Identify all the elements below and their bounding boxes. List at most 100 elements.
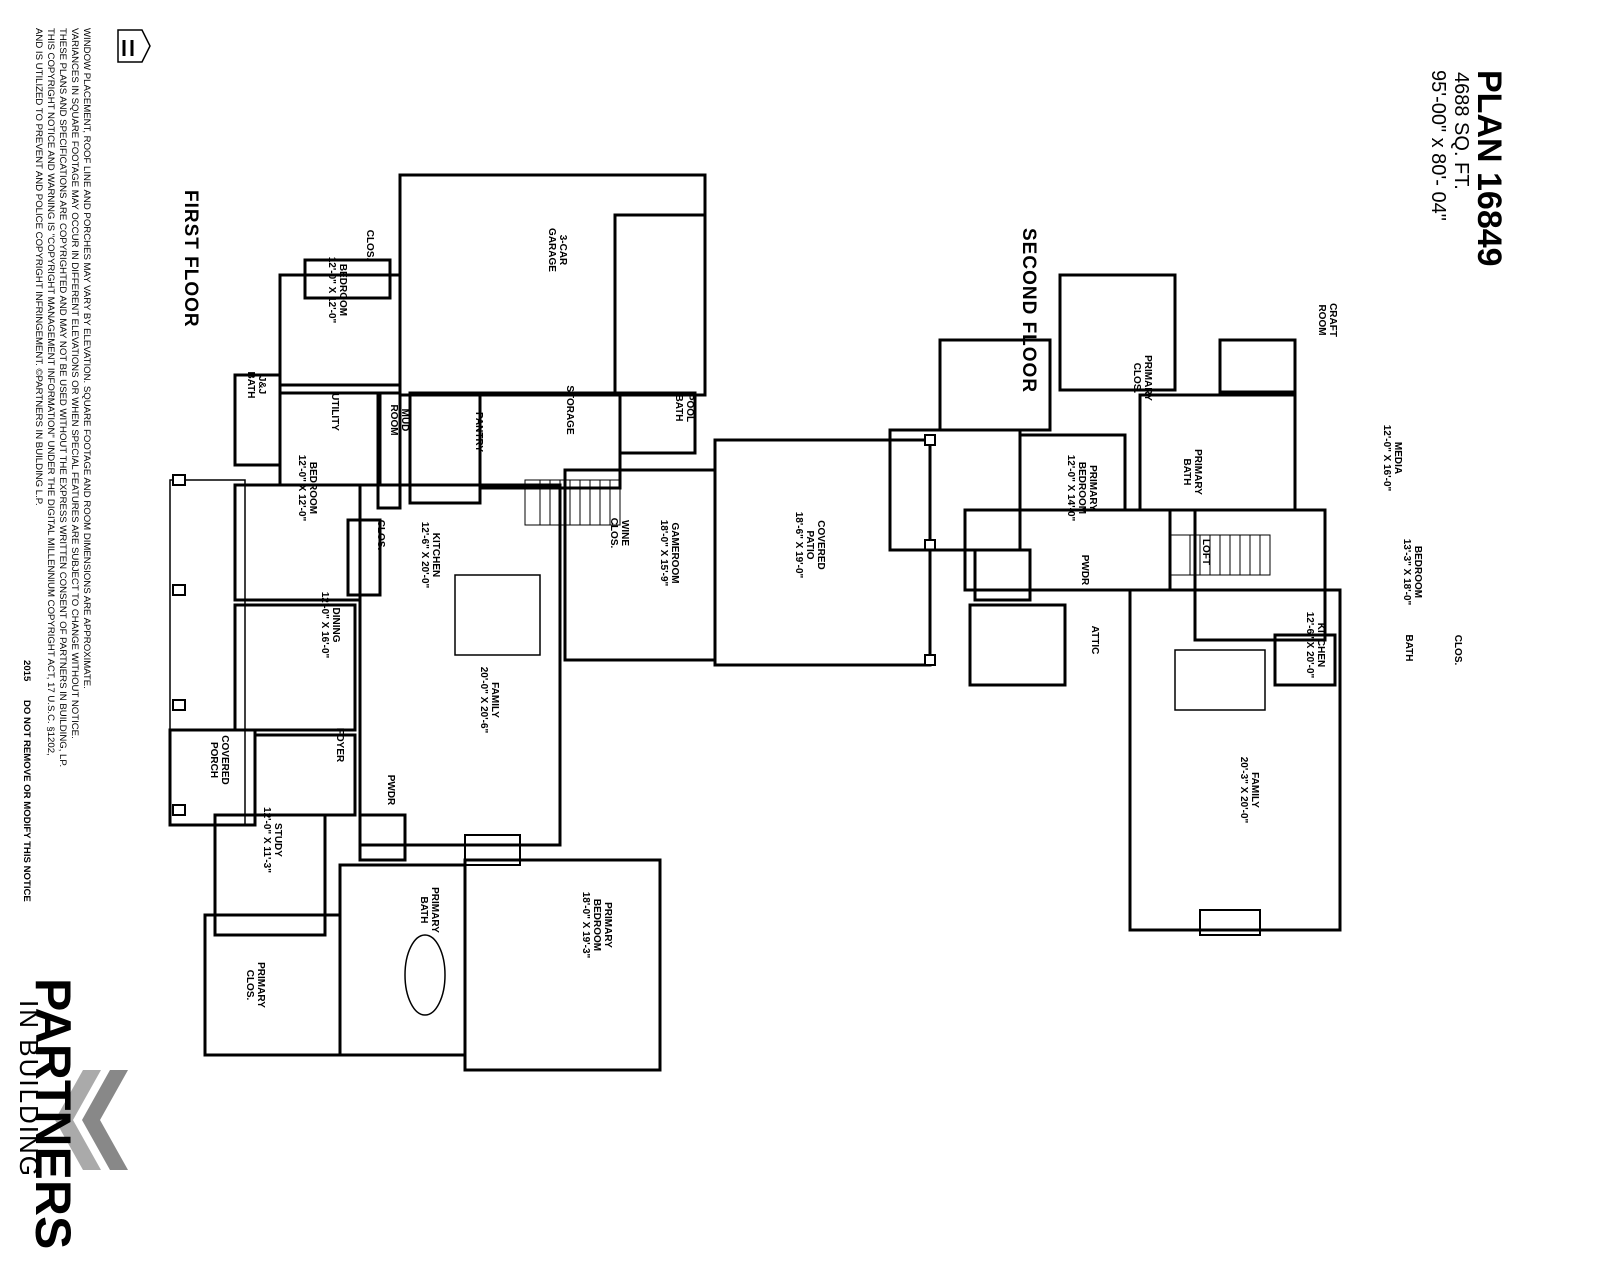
first-floor-room-label-line: PRIMARY xyxy=(602,902,613,948)
first-floor-room-label-line: MUD xyxy=(399,409,410,432)
first-floor-room-label-line: CLOS. xyxy=(364,230,375,261)
second-floor-room-label: FAMILY20'-3" X 20'-0" xyxy=(1238,757,1260,824)
first-floor-room-label: FOYER xyxy=(334,728,345,763)
second-floor-room-label-line: 20'-3" X 20'-0" xyxy=(1238,757,1249,824)
patio-posts xyxy=(924,434,936,666)
second-floor-room-label: MEDIA12'-0" X 16'-0" xyxy=(1381,425,1403,492)
second-floor-room-label: PRIMARYBATH xyxy=(1181,449,1203,495)
notice-line-5: AND IS UTILIZED TO PREVENT AND POLICE CO… xyxy=(33,28,44,506)
second-floor-room-label: ATTIC xyxy=(1089,626,1100,655)
second-floor-room-label-line: 12'-0" X 14'-0" xyxy=(1065,455,1076,522)
brand-sub: IN BUILDING xyxy=(14,1000,44,1178)
second-floor-room-label: LOFT xyxy=(1200,539,1211,565)
first-floor-room-label-line: BEDROOM xyxy=(307,462,318,514)
porch-posts xyxy=(172,474,186,816)
second-floor-room-label-line: ATTIC xyxy=(1089,626,1100,655)
second-floor-room-label-line: CRAFT xyxy=(1327,303,1338,337)
second-floor-room-label-line: PWDR xyxy=(1079,555,1090,586)
second-floor-room-label: BEDROOM13'-3" X 18'-0" xyxy=(1401,539,1423,606)
first-floor-room-label-line: BEDROOM xyxy=(591,899,602,951)
second-floor-room-label-line: PRIMARY xyxy=(1087,465,1098,511)
first-floor-room-label-line: GAMEROOM xyxy=(669,522,680,583)
pwdr-2 xyxy=(973,548,1032,602)
first-floor-room-label-line: 18'-6" X 19'-0" xyxy=(793,512,804,579)
second-floor-room-label-line: 12'-0" X 16'-0" xyxy=(1381,425,1392,492)
second-floor-room-label-line: ROOM xyxy=(1316,304,1327,335)
second-floor-room-label-line: BATH xyxy=(1403,634,1414,661)
second-floor-room-label: CRAFTROOM xyxy=(1316,303,1338,337)
first-floor-room-label-line: PATIO xyxy=(804,530,815,559)
second-floor-room-label: PRIMARYBEDROOM12'-0" X 14'-0" xyxy=(1065,455,1098,522)
first-floor-room-label-line: CLOS. xyxy=(244,970,255,1001)
first-floor-room-label-line: POOL xyxy=(684,394,695,422)
primary-tub xyxy=(404,934,446,1016)
first-floor-room-label: MUDROOM xyxy=(388,404,410,435)
second-floor-room-label-line: 13'-3" X 18'-0" xyxy=(1401,539,1412,606)
notice-year: 2015 xyxy=(21,660,32,682)
first-floor-room-label-line: WINE xyxy=(619,520,630,546)
first-floor-room-label-line: DINING xyxy=(330,608,341,643)
front-porch xyxy=(169,479,246,826)
first-floor-room-label: PRIMARYBEDROOM18'-0" X 19'-3" xyxy=(580,892,613,959)
family-kitchen-2 xyxy=(1128,588,1342,932)
first-floor-room-label-line: PRIMARY xyxy=(429,887,440,933)
notice-warning: DO NOT REMOVE OR MODIFY THIS NOTICE xyxy=(21,700,32,902)
first-floor-room-label-line: 12'-0" X 12'-0" xyxy=(326,257,337,324)
first-floor-room-label: BEDROOM12'-0" X 12'-0" xyxy=(326,257,348,324)
second-floor-room-label-line: BEDROOM xyxy=(1076,462,1087,514)
first-floor-room-label-line: COVERED xyxy=(815,520,826,569)
notice-line-4: THIS COPYRIGHT NOTICE AND WARNING IS "CO… xyxy=(45,28,56,756)
first-floor-room-label-line: KITCHEN xyxy=(430,533,441,577)
upper-island xyxy=(1174,649,1266,711)
study xyxy=(213,813,327,937)
second-floor-title: SECOND FLOOR xyxy=(1018,228,1039,393)
first-floor-room-label: STORAGE xyxy=(564,385,575,435)
craft-side xyxy=(1218,338,1297,394)
first-floor-room-label-line: PANTRY xyxy=(473,412,484,452)
mud-room xyxy=(376,391,402,510)
media xyxy=(1138,393,1297,512)
first-floor-room-label: COVEREDPATIO18'-6" X 19'-0" xyxy=(793,512,826,579)
dining xyxy=(233,603,357,732)
first-floor-room-label: WINECLOS. xyxy=(608,518,630,549)
second-floor-room-label-line: CLOS. xyxy=(1131,363,1142,394)
first-floor-room-label-line: J&J xyxy=(256,376,267,394)
second-floor-room-label-line: 12'-6" X 20'-0" xyxy=(1304,612,1315,679)
equal-housing-icon xyxy=(117,29,151,63)
primary-closet xyxy=(203,913,342,1057)
first-floor-room-label-line: 18'-0" X 15'-9" xyxy=(658,520,669,587)
first-floor-room-label-line: 18'-0" X 19'-3" xyxy=(580,892,591,959)
garage xyxy=(398,173,707,397)
first-floor-room-label-line: PORCH xyxy=(208,742,219,778)
first-floor-room-label: PWDR xyxy=(385,775,396,806)
first-floor-room-label: FAMILY20'-0" X 20'-6" xyxy=(478,667,500,734)
first-floor-room-label-line: BEDROOM xyxy=(337,264,348,316)
brand-name: PARTNERS xyxy=(25,978,81,1249)
upper-fireplace xyxy=(1199,909,1261,936)
notice-line-3: THESE PLANS AND SPECIFICATIONS ARE COPYR… xyxy=(57,28,68,767)
first-floor-room-label: 3-CARGARAGE xyxy=(546,228,568,272)
first-floor-room-label: UTILITY xyxy=(329,393,340,431)
main-living-block xyxy=(358,483,562,847)
first-floor-room-label: J&JBATH xyxy=(245,371,267,398)
second-floor-room-label-line: LOFT xyxy=(1200,539,1211,565)
first-floor-room-label-line: COVERED xyxy=(219,735,230,784)
second-floor-room-label-line: KITCHEN xyxy=(1315,623,1326,667)
bedroom-1-closet xyxy=(303,258,392,300)
first-floor-room-label: CLOS. xyxy=(364,230,375,261)
first-floor-room-label-line: STUDY xyxy=(272,823,283,857)
bedroom-2 xyxy=(233,483,362,602)
bedroom-1 xyxy=(278,273,402,387)
first-floor-title: FIRST FLOOR xyxy=(180,190,201,328)
notice-line-1: WINDOW PLACEMENT, ROOF LINE AND PORCHES … xyxy=(81,28,92,689)
first-floor-room-label-line: BATH xyxy=(418,896,429,923)
copyright-notice: WINDOW PLACEMENT, ROOF LINE AND PORCHES … xyxy=(21,28,92,902)
craft-room xyxy=(1058,273,1177,392)
first-floor-room-label-line: CLOS. xyxy=(375,520,386,551)
attic xyxy=(968,603,1067,687)
second-floor-room-label-line: MEDIA xyxy=(1392,442,1403,474)
first-floor-room-label: KITCHEN12'-6" X 20'-0" xyxy=(419,522,441,589)
first-floor-room-label-line: UTILITY xyxy=(329,393,340,431)
first-floor-room-label-line: 12'-6" X 20'-0" xyxy=(419,522,430,589)
